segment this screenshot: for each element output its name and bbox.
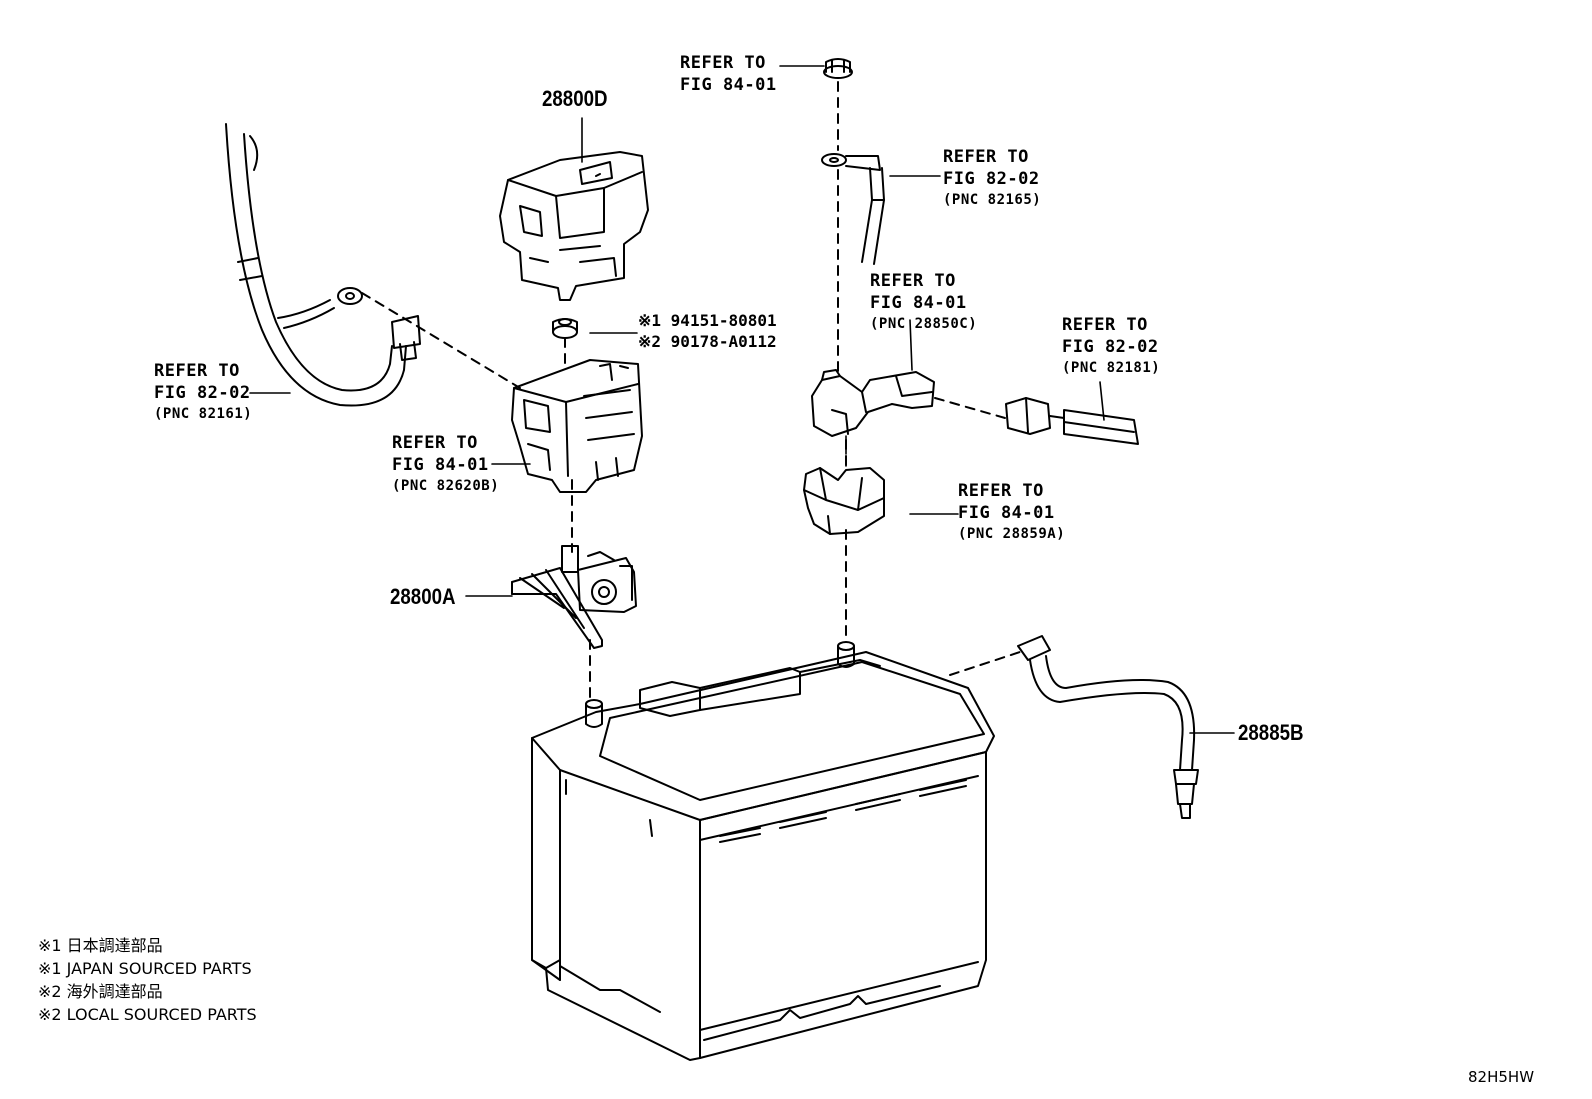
callout-sensor-wire: REFER TO FIG 82-02 (PNC 82181) [1062,314,1160,378]
note-japan-sourced-en: ※1 JAPAN SOURCED PARTS [38,959,252,978]
callout-terminal-cover-pnc: (PNC 28859A) [958,526,1066,542]
nut-part-line-1: ※1 94151-80801 [638,311,777,330]
callout-sensor-bracket-line1: REFER TO [870,271,956,291]
part-number-28800D: 28800D [542,86,608,111]
callout-fusible-block-line1: REFER TO [392,433,478,453]
callout-sensor-wire-line2: FIG 82-02 [1062,337,1159,357]
sensor-connector-icon [1005,397,1139,445]
positive-cable-icon [225,123,421,407]
callout-sensor-bracket: REFER TO FIG 84-01 (PNC 28850C) [870,270,977,334]
fusible-link-block-icon [511,359,643,493]
callout-ground-cable-line2: FIG 82-02 [943,169,1040,189]
callout-bolt-top: REFER TO FIG 84-01 [680,52,777,96]
callout-ground-cable: REFER TO FIG 82-02 (PNC 82165) [943,146,1041,210]
note-japan-sourced-jp: ※1 日本調達部品 [38,936,163,955]
callout-ground-cable-line1: REFER TO [943,147,1029,167]
callout-sensor-bracket-pnc: (PNC 28850C) [870,316,978,332]
callout-positive-cable: REFER TO FIG 82-02 (PNC 82161) [154,360,252,424]
figure-code: 82H5HW [1468,1068,1535,1086]
terminal-28800A-icon [511,545,637,649]
battery-icon [531,641,995,1061]
nut-part-line-2: ※2 90178-A0112 [638,332,777,351]
relay-cover-28800D-icon [499,151,649,301]
ground-cable-icon [821,153,885,265]
callout-sensor-bracket-line2: FIG 84-01 [870,293,967,313]
leader-lines [249,65,1235,734]
terminal-cover-icon [803,467,885,535]
note-local-sourced-jp: ※2 海外調達部品 [38,982,163,1001]
callout-terminal-cover: REFER TO FIG 84-01 (PNC 28859A) [958,480,1065,544]
callout-sensor-wire-pnc: (PNC 82181) [1062,360,1161,376]
part-number-28800A: 28800A [390,584,456,609]
callout-terminal-cover-line1: REFER TO [958,481,1044,501]
callout-bolt-top-line2: FIG 84-01 [680,75,777,95]
sensor-cable-28885B-icon [1017,635,1199,819]
callout-sensor-wire-line1: REFER TO [1062,315,1148,335]
callout-ground-cable-pnc: (PNC 82165) [943,192,1042,208]
nut-part-numbers: ※1 94151-80801 ※2 90178-A0112 [638,310,777,352]
part-number-28885B: 28885B [1238,720,1304,745]
callout-fusible-block-pnc: (PNC 82620B) [392,478,500,494]
callout-positive-cable-line2: FIG 82-02 [154,383,251,403]
note-local-sourced-en: ※2 LOCAL SOURCED PARTS [38,1005,257,1024]
callout-terminal-cover-line2: FIG 84-01 [958,503,1055,523]
callout-bolt-top-line1: REFER TO [680,53,766,73]
callout-fusible-block: REFER TO FIG 84-01 (PNC 82620B) [392,432,499,496]
sensor-bracket-icon [811,369,935,437]
bolt-icon [823,58,853,79]
callout-positive-cable-pnc: (PNC 82161) [154,406,253,422]
callout-fusible-block-line2: FIG 84-01 [392,455,489,475]
nut-icon [552,318,578,339]
assembly-dashed-lines [361,81,1021,701]
callout-positive-cable-line1: REFER TO [154,361,240,381]
